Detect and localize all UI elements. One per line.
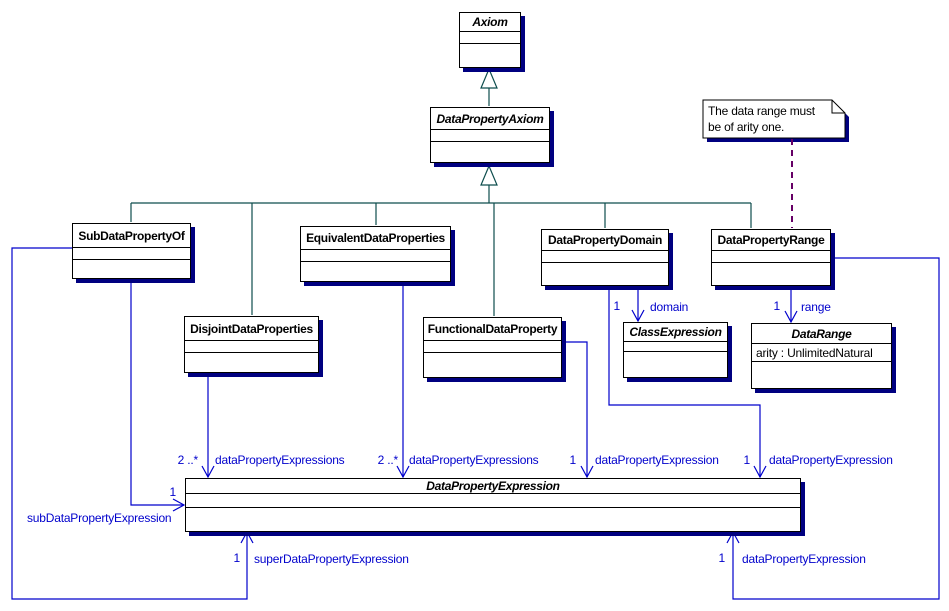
class-data-property-axiom[interactable]: DataPropertyAxiom (430, 107, 550, 163)
generalization-triangle-icon (480, 67, 498, 89)
role-label: subDataPropertyExpression (27, 511, 172, 525)
open-arrowhead-icon (240, 530, 254, 544)
open-arrowhead-icon (580, 465, 594, 479)
operations-compartment (431, 142, 549, 162)
operations-compartment (185, 353, 318, 372)
class-axiom[interactable]: Axiom (459, 12, 521, 68)
operations-compartment (460, 44, 520, 67)
note-line: The data range must (708, 104, 815, 118)
open-arrowhead-icon (726, 530, 740, 544)
class-sub-data-property-of[interactable]: SubDataPropertyOf (72, 223, 191, 279)
attributes-compartment (185, 341, 318, 353)
attribute-arity: arity : UnlimitedNatural (752, 344, 891, 362)
role-label: range (801, 300, 831, 314)
association-range-dataPropertyExpression[interactable] (732, 257, 940, 600)
attributes-compartment (301, 250, 450, 262)
open-arrowhead-icon (631, 309, 645, 323)
class-title: Axiom (460, 13, 520, 32)
class-functional-data-property[interactable]: FunctionalDataProperty (423, 317, 562, 378)
class-title: DataRange (752, 324, 891, 344)
open-arrowhead-icon (201, 465, 215, 479)
association-super-dataPropertyExpression[interactable] (11, 247, 248, 600)
multiplicity-label: 1 (169, 485, 177, 499)
multiplicity-label: 1 (233, 551, 241, 565)
multiplicity-label: 1 (743, 453, 751, 467)
multiplicity-label: 1 (773, 299, 781, 313)
operations-compartment (624, 352, 727, 377)
class-data-property-domain[interactable]: DataPropertyDomain (541, 229, 669, 286)
role-label: dataPropertyExpression (769, 453, 893, 467)
attributes-compartment (712, 251, 830, 263)
note-comment[interactable]: The data range must be of arity one. (703, 100, 845, 138)
open-arrowhead-icon (396, 465, 410, 479)
class-title: DataPropertyExpression (186, 479, 800, 494)
role-label: domain (650, 300, 689, 314)
operations-compartment (301, 262, 450, 281)
class-disjoint-data-properties[interactable]: DisjointDataProperties (184, 316, 319, 373)
role-label: dataPropertyExpressions (409, 453, 539, 467)
attributes-compartment (542, 251, 668, 263)
class-data-range[interactable]: DataRange arity : UnlimitedNatural (751, 323, 892, 389)
operations-compartment (712, 263, 830, 285)
role-label: dataPropertyExpression (595, 453, 719, 467)
multiplicity-label: 2 ..* (377, 453, 399, 467)
role-label: dataPropertyExpression (742, 552, 866, 566)
class-data-property-range[interactable]: DataPropertyRange (711, 229, 831, 286)
multiplicity-label: 1 (718, 551, 726, 565)
role-label: superDataPropertyExpression (254, 552, 409, 566)
role-label: dataPropertyExpressions (215, 453, 345, 467)
class-class-expression[interactable]: ClassExpression (623, 322, 728, 378)
association-sub-dataPropertyExpression[interactable] (130, 279, 184, 506)
association-domain-dataPropertyExpression[interactable] (608, 286, 761, 477)
multiplicity-label: 2 ..* (177, 453, 199, 467)
multiplicity-label: 1 (569, 453, 577, 467)
class-title: DataPropertyRange (712, 230, 830, 251)
class-title: DataPropertyDomain (542, 230, 668, 251)
class-title: FunctionalDataProperty (424, 318, 561, 341)
note-body[interactable] (702, 99, 846, 139)
attributes-compartment (186, 494, 800, 508)
open-arrowhead-icon (784, 310, 798, 324)
operations-compartment (186, 508, 800, 531)
open-arrowhead-icon (172, 498, 186, 512)
note-line: be of arity one. (708, 120, 785, 134)
attributes-compartment (460, 32, 520, 44)
generalization-triangle-icon (480, 164, 498, 186)
attributes-compartment (424, 341, 561, 353)
note-fold-corner-icon (831, 100, 845, 114)
association-functional-dataPropertyExpression[interactable] (562, 341, 588, 477)
multiplicity-label: 1 (613, 299, 621, 313)
class-data-property-expression[interactable]: DataPropertyExpression (185, 478, 801, 532)
operations-compartment (424, 353, 561, 377)
attributes-compartment (431, 130, 549, 142)
operations-compartment (542, 263, 668, 285)
class-title: DisjointDataProperties (185, 317, 318, 341)
class-title: SubDataPropertyOf (73, 224, 190, 248)
class-title: DataPropertyAxiom (431, 108, 549, 130)
attributes-compartment (624, 342, 727, 352)
operations-compartment (73, 260, 190, 278)
class-title: ClassExpression (624, 323, 727, 342)
operations-compartment (752, 362, 891, 388)
class-title: EquivalentDataProperties (301, 227, 450, 250)
attributes-compartment (73, 248, 190, 260)
class-equivalent-data-properties[interactable]: EquivalentDataProperties (300, 226, 451, 282)
open-arrowhead-icon (753, 465, 767, 479)
